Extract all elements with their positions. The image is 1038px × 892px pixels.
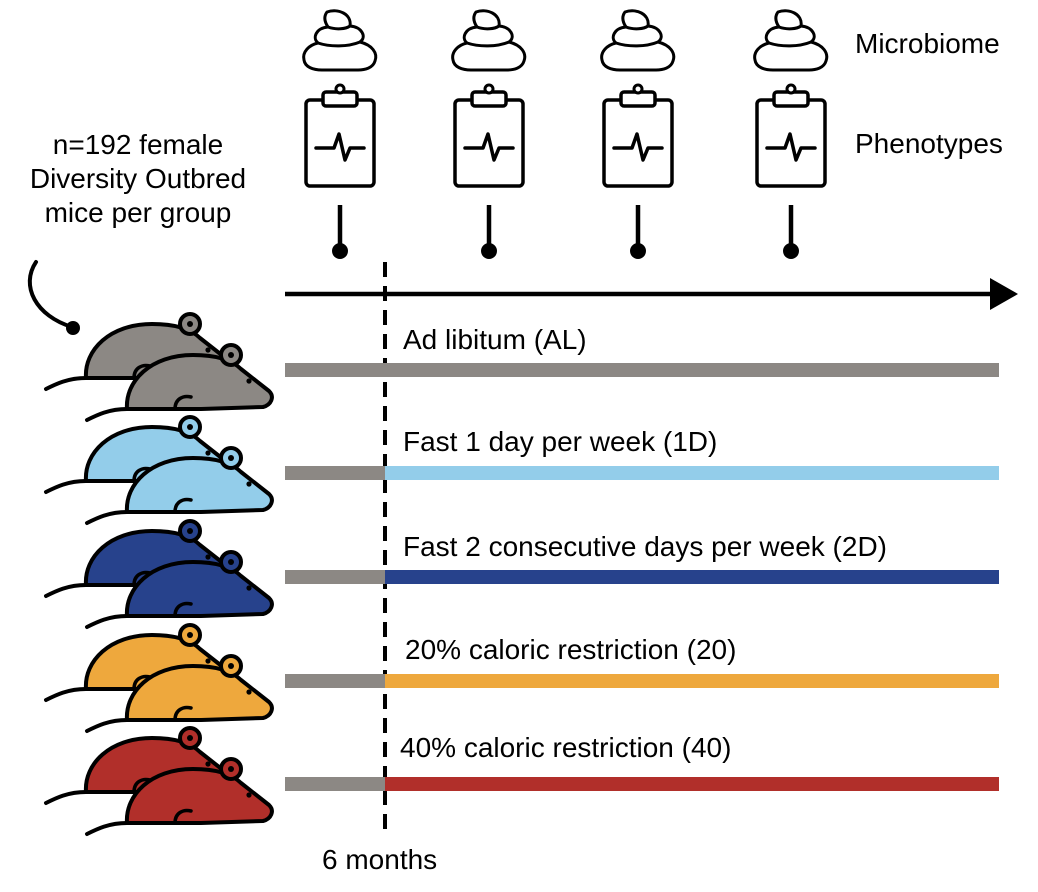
treatment-bar	[285, 363, 999, 377]
clipboard-ecg-icon	[602, 83, 674, 188]
marker-dot	[332, 243, 348, 259]
group-label-40: 40% caloric restriction (40)	[400, 732, 732, 763]
treatment-groups	[44, 312, 999, 836]
cohort-line-1: n=192 female	[52, 129, 224, 160]
group-row	[44, 312, 999, 422]
cohort-line-3: mice per group	[44, 197, 232, 228]
group-label-2d: Fast 2 consecutive days per week (2D)	[403, 531, 887, 562]
poop-icon	[753, 9, 829, 72]
group-label-1d: Fast 1 day per week (1D)	[403, 426, 718, 457]
group-row	[44, 519, 999, 629]
marker-dot	[630, 243, 646, 259]
baseline-bar	[285, 466, 385, 480]
mice-pair	[44, 623, 274, 733]
marker-dot	[783, 243, 799, 259]
poop-icon	[302, 9, 378, 72]
treatment-bar	[385, 674, 999, 688]
mice-pair	[44, 519, 274, 629]
timepoint-marker	[600, 9, 676, 259]
mice-pair	[44, 415, 274, 525]
clipboard-ecg-icon	[453, 83, 525, 188]
timeline	[27, 260, 1018, 836]
mice-pair	[44, 726, 274, 836]
treatment-bar	[385, 570, 999, 584]
clipboard-ecg-icon	[755, 83, 827, 188]
cohort-description: n=192 female Diversity Outbred mice per …	[18, 128, 258, 230]
group-row	[44, 623, 999, 733]
measurement-icons	[302, 9, 829, 259]
cohort-line-2: Diversity Outbred	[29, 163, 247, 194]
mice-pair	[44, 312, 274, 422]
baseline-bar	[285, 570, 385, 584]
group-row	[44, 415, 999, 525]
timepoint-marker	[302, 9, 378, 259]
group-row	[44, 726, 999, 836]
cohort-pointer	[27, 260, 74, 329]
treatment-bar	[385, 777, 999, 791]
time-arrow-head	[990, 278, 1018, 310]
group-label-20: 20% caloric restriction (20)	[405, 634, 737, 665]
timepoint-label: 6 months	[322, 844, 438, 875]
timepoint-marker	[451, 9, 527, 259]
group-label-al: Ad libitum (AL)	[403, 324, 587, 355]
clipboard-ecg-icon	[304, 83, 376, 188]
baseline-bar	[285, 674, 385, 688]
cohort-pointer-dot	[66, 321, 80, 335]
phenotypes-label: Phenotypes	[855, 128, 1003, 159]
poop-icon	[451, 9, 527, 72]
baseline-bar	[285, 777, 385, 791]
timepoint-marker	[753, 9, 829, 259]
microbiome-label: Microbiome	[855, 28, 1000, 59]
poop-icon	[600, 9, 676, 72]
treatment-bar	[385, 466, 999, 480]
marker-dot	[481, 243, 497, 259]
